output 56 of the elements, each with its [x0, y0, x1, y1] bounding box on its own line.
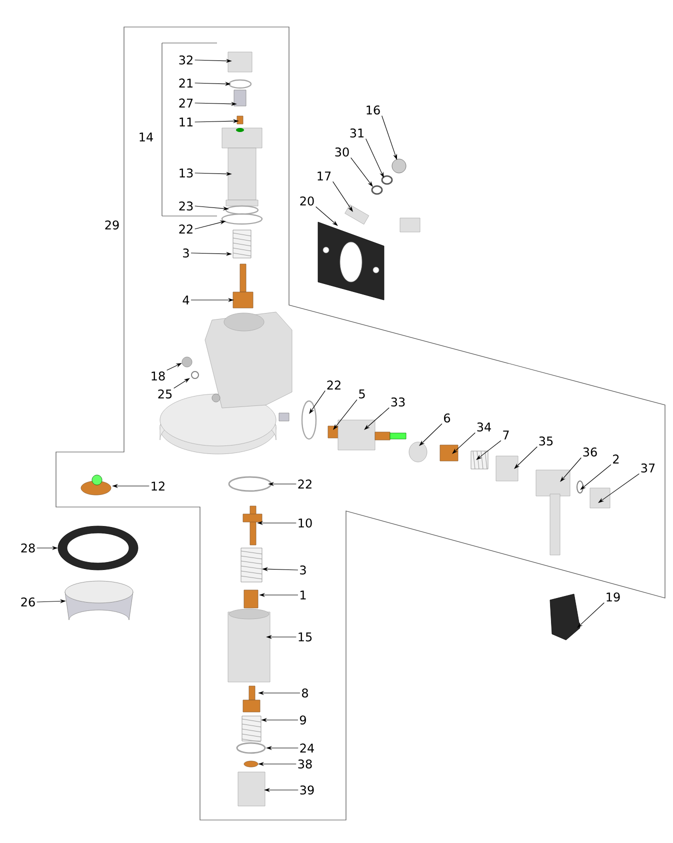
callout-number: 17 — [318, 172, 331, 180]
leader-line — [476, 440, 502, 460]
callout-number: 19 — [606, 592, 620, 602]
callout-number: 2 — [613, 454, 619, 464]
callout-number: 24 — [300, 744, 314, 752]
callout-number: 11 — [180, 118, 193, 126]
callout-number: 22 — [179, 224, 192, 234]
leader-line — [333, 399, 358, 430]
callout-number: 1 — [300, 590, 306, 600]
callout-number: 8 — [302, 688, 308, 698]
callout-number: 21 — [179, 78, 193, 88]
callout-number: 23 — [179, 201, 193, 211]
callout-number: 4 — [182, 296, 190, 304]
leader-line — [350, 157, 373, 187]
callout-number: 33 — [391, 397, 405, 407]
leader-line — [316, 206, 338, 226]
callout-number: 5 — [359, 390, 365, 398]
callout-number: 6 — [444, 413, 450, 423]
callout-number: 30 — [335, 147, 349, 157]
callout-number: 22 — [298, 480, 312, 488]
leader-line — [309, 390, 326, 414]
leader-line — [364, 407, 390, 430]
leader-line — [598, 473, 640, 503]
callout-number: 10 — [298, 518, 312, 528]
callout-number: 39 — [300, 785, 314, 795]
callout-number: 22 — [327, 380, 340, 390]
callout-number: 37 — [641, 463, 655, 473]
callout-number: 29 — [105, 220, 119, 230]
callout-number: 12 — [152, 482, 164, 490]
callout-number: 32 — [179, 55, 192, 65]
callout-number: 13 — [180, 168, 193, 178]
leader-line — [580, 464, 612, 490]
leader-line — [419, 423, 442, 446]
callout-number: 15 — [298, 632, 312, 642]
callout-number: 31 — [350, 128, 364, 138]
callout-number: 3 — [300, 565, 306, 575]
callout-number: 20 — [300, 196, 314, 206]
callout-number: 16 — [366, 105, 380, 115]
leader-line — [452, 432, 476, 454]
callout-number: 26 — [21, 597, 35, 607]
callout-number: 35 — [539, 436, 553, 446]
callout-number: 14 — [140, 132, 153, 142]
callout-number: 38 — [298, 759, 312, 769]
callout-number: 34 — [477, 422, 491, 432]
callout-number: 36 — [583, 447, 597, 457]
leader-line — [514, 446, 538, 469]
leader-line — [560, 457, 582, 482]
callout-number: 27 — [179, 98, 193, 108]
leader-line — [332, 181, 353, 212]
callout-number: 18 — [152, 371, 165, 381]
callout-number: 3 — [183, 248, 189, 258]
leader-line — [577, 602, 604, 628]
callout-number: 9 — [300, 715, 306, 725]
callout-number: 28 — [21, 543, 35, 553]
callout-number: 7 — [503, 430, 509, 440]
callout-number: 25 — [158, 389, 172, 399]
